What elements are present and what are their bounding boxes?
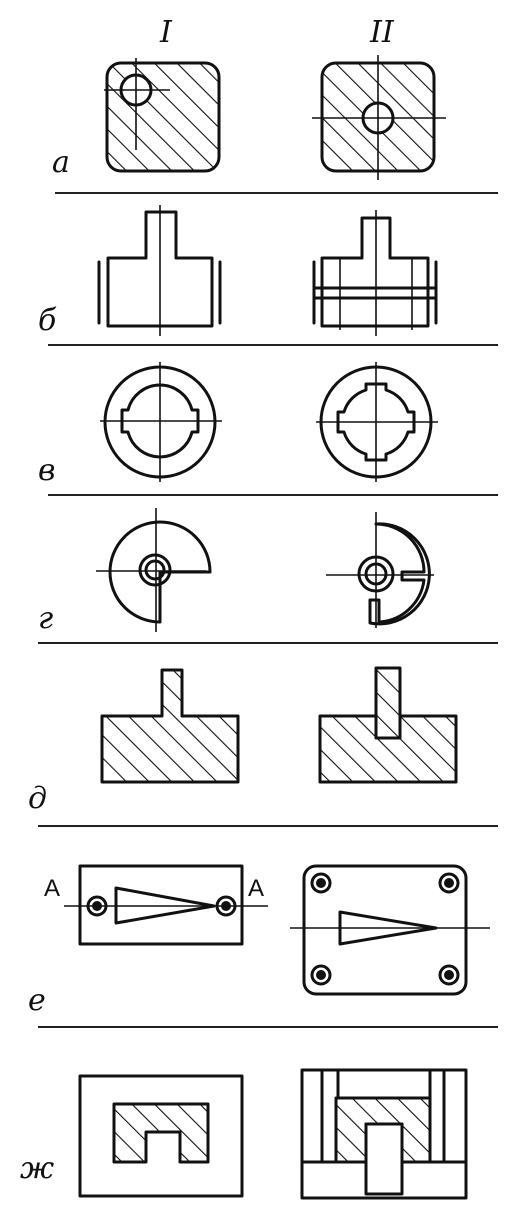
row-separators [38, 192, 498, 1028]
frame [78, 1074, 244, 1198]
plate [78, 864, 244, 946]
column-label-2: II [369, 15, 395, 50]
row-label-v: в [38, 453, 55, 488]
row-v-variant-1 [100, 362, 222, 482]
hatched-pin [374, 666, 402, 740]
slotted-disc [368, 522, 431, 626]
column-label-1: I [159, 15, 173, 50]
section-mark-left: А [44, 875, 60, 902]
row-g-variant-2 [326, 512, 434, 628]
row-g-variant-1 [96, 508, 212, 632]
row-b-variant-2 [312, 210, 438, 336]
row-label-g: г [38, 601, 53, 636]
hatched-channel [112, 1102, 210, 1164]
row-label-a: а [52, 145, 70, 180]
keyed-bore [336, 382, 416, 462]
row-a-variant-1 [104, 58, 221, 173]
row-e-variant-1: А А [44, 864, 268, 946]
row-b-variant-1 [97, 205, 222, 336]
row-label-zh: ж [20, 1151, 54, 1186]
split-disc [108, 520, 212, 624]
row-d-variant-2 [318, 666, 458, 784]
keyed-bore [120, 383, 200, 459]
frame [300, 1068, 468, 1200]
plate [302, 864, 468, 996]
row-label-e: е [28, 983, 46, 1018]
hatched-tee [100, 668, 240, 784]
hatched-base [318, 714, 458, 784]
section-mark-right: А [248, 875, 264, 902]
row-zh-variant-1 [78, 1074, 244, 1198]
insert [364, 1122, 404, 1196]
row-label-d: д [28, 781, 47, 816]
row-label-b: б [38, 303, 57, 338]
row-d-variant-1 [100, 668, 240, 784]
row-v-variant-2 [316, 362, 438, 482]
row-e-variant-2 [290, 864, 490, 996]
row-zh-variant-2 [300, 1068, 468, 1200]
row-a-variant-2 [312, 55, 446, 180]
